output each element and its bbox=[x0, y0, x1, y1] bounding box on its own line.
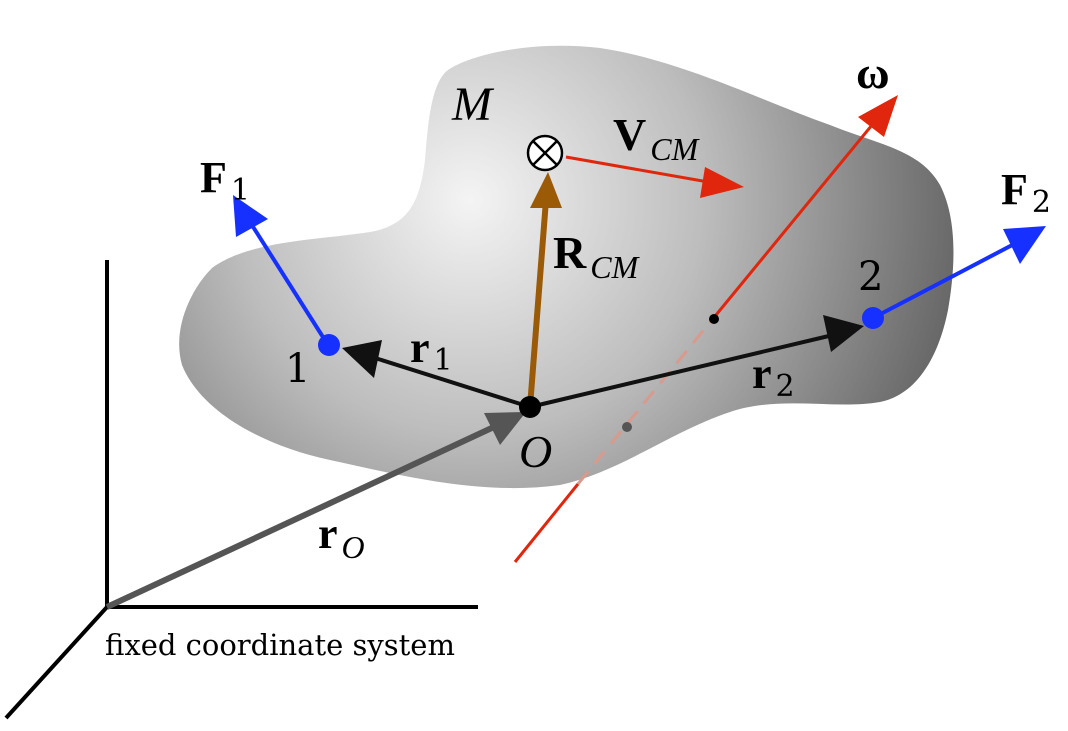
F1-sub: 1 bbox=[231, 173, 250, 208]
rotation-axis-hidden bbox=[576, 314, 718, 485]
rO-main: r bbox=[318, 509, 338, 558]
rigid-body bbox=[179, 45, 954, 489]
F2-arrowhead bbox=[1003, 226, 1046, 264]
VCM-main: V bbox=[613, 109, 646, 160]
RCM-arrow-shaft bbox=[527, 199, 549, 408]
RCM-arrowhead bbox=[530, 172, 562, 208]
omega-label: ω bbox=[856, 47, 890, 98]
point-1-label: 1 bbox=[285, 346, 310, 392]
rO-arrowhead bbox=[484, 412, 526, 445]
point-1-dot bbox=[318, 334, 340, 356]
rO-sub: O bbox=[342, 529, 365, 565]
y-axis bbox=[4, 605, 109, 720]
omega-arrowhead bbox=[858, 95, 898, 137]
rO-arrow-shaft bbox=[105, 423, 498, 610]
r1-arrowhead bbox=[342, 340, 382, 378]
circled-times-icon bbox=[526, 134, 564, 172]
axes-caption: fixed coordinate system bbox=[105, 628, 455, 662]
VCM-arrow-shaft bbox=[565, 155, 715, 185]
r2-arrowhead bbox=[823, 315, 864, 352]
r1-main: r bbox=[410, 323, 430, 372]
mass-label: M bbox=[451, 78, 495, 131]
axis-point-lower bbox=[622, 422, 632, 432]
r2-arrow-shaft bbox=[529, 333, 834, 409]
F1-main: F bbox=[200, 153, 227, 202]
F2-arrow-shaft bbox=[872, 240, 1019, 320]
VCM-arrowhead bbox=[700, 167, 744, 198]
F2-main: F bbox=[1001, 165, 1028, 214]
r1-sub: 1 bbox=[434, 343, 453, 378]
r1-arrow-shaft bbox=[371, 355, 531, 409]
origin-dot bbox=[519, 396, 541, 418]
r2-main: r bbox=[752, 349, 772, 398]
point-2-dot bbox=[862, 307, 884, 329]
axis-point-upper bbox=[709, 314, 719, 324]
origin-label: O bbox=[519, 426, 552, 477]
omega-arrow-shaft bbox=[714, 124, 874, 316]
r2-sub: 2 bbox=[776, 369, 795, 404]
F2-sub: 2 bbox=[1032, 185, 1051, 220]
rotation-axis-outer bbox=[513, 483, 580, 563]
point-2-label: 2 bbox=[858, 254, 883, 300]
F1-arrow-shaft bbox=[248, 220, 330, 347]
RCM-sub: CM bbox=[590, 249, 640, 285]
coordinate-axes bbox=[4, 260, 478, 720]
F1-arrowhead bbox=[233, 195, 268, 237]
RCM-main: R bbox=[553, 227, 587, 278]
VCM-sub: CM bbox=[650, 131, 700, 167]
rotation-axis bbox=[513, 95, 898, 563]
